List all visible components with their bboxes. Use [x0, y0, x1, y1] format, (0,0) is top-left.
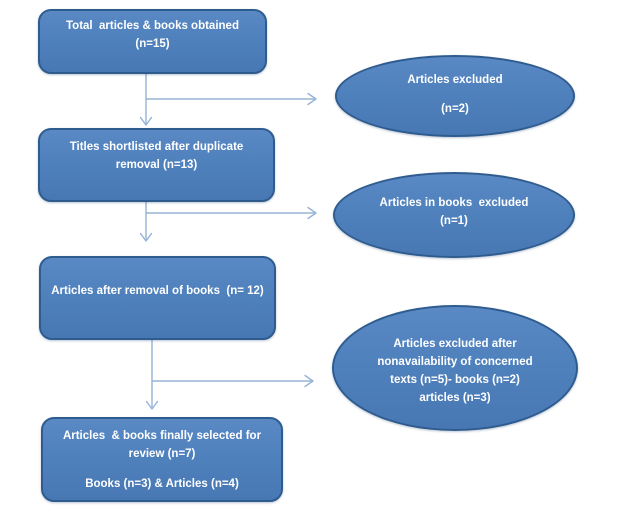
ellipse-text-line: texts (n=5)- books (n=2) — [390, 374, 520, 386]
ellipse-text-line: Articles in books excluded — [379, 197, 529, 209]
box-text-line: (n=15) — [135, 37, 170, 50]
ellipse-text-line: articles (n=3) — [419, 392, 491, 404]
arrow-shortlisted-to-removal — [139, 201, 153, 242]
ellipse-text-line: Articles excluded after — [393, 338, 517, 350]
box-articles-after-removal: Articles after removal of books (n= 12) — [39, 256, 276, 340]
box-text-line: Titles shortlisted after duplicate — [69, 141, 244, 153]
box-text-line: removal (n=13) — [115, 159, 198, 171]
arrow-branch-to-articles-excluded — [145, 92, 317, 106]
ellipse-text-line: (n=1) — [440, 215, 468, 227]
arrow-removal-to-selected — [145, 339, 159, 410]
arrow-total-to-shortlisted — [139, 73, 153, 126]
box-text-line: Books (n=3) & Articles (n=4) — [85, 477, 239, 490]
box-finally-selected: Articles & books finally selected for re… — [41, 417, 283, 502]
box-titles-shortlisted: Titles shortlisted after duplicate remov… — [38, 128, 275, 202]
ellipse-articles-excluded: Articles excluded (n=2) — [335, 55, 575, 137]
ellipse-text-line: (n=2) — [441, 102, 469, 115]
box-text-line: review (n=7) — [128, 447, 196, 460]
box-total-articles-obtained: Total articles & books obtained (n=15) — [38, 9, 267, 74]
ellipse-text-line: nonavailability of concerned — [377, 356, 533, 368]
ellipse-excluded-nonavailability: Articles excluded after nonavailability … — [332, 305, 578, 431]
arrow-branch-to-excluded-nonavailability — [151, 374, 314, 388]
ellipse-articles-in-books-excluded: Articles in books excluded (n=1) — [333, 172, 575, 258]
arrow-branch-to-articles-in-books-excluded — [145, 206, 317, 220]
ellipse-text-line: Articles excluded — [407, 73, 503, 86]
box-text-line: Articles & books finally selected for — [62, 429, 262, 442]
box-text-line: Total articles & books obtained — [66, 19, 239, 32]
box-text-line: Articles after removal of books (n= 12) — [51, 285, 264, 297]
